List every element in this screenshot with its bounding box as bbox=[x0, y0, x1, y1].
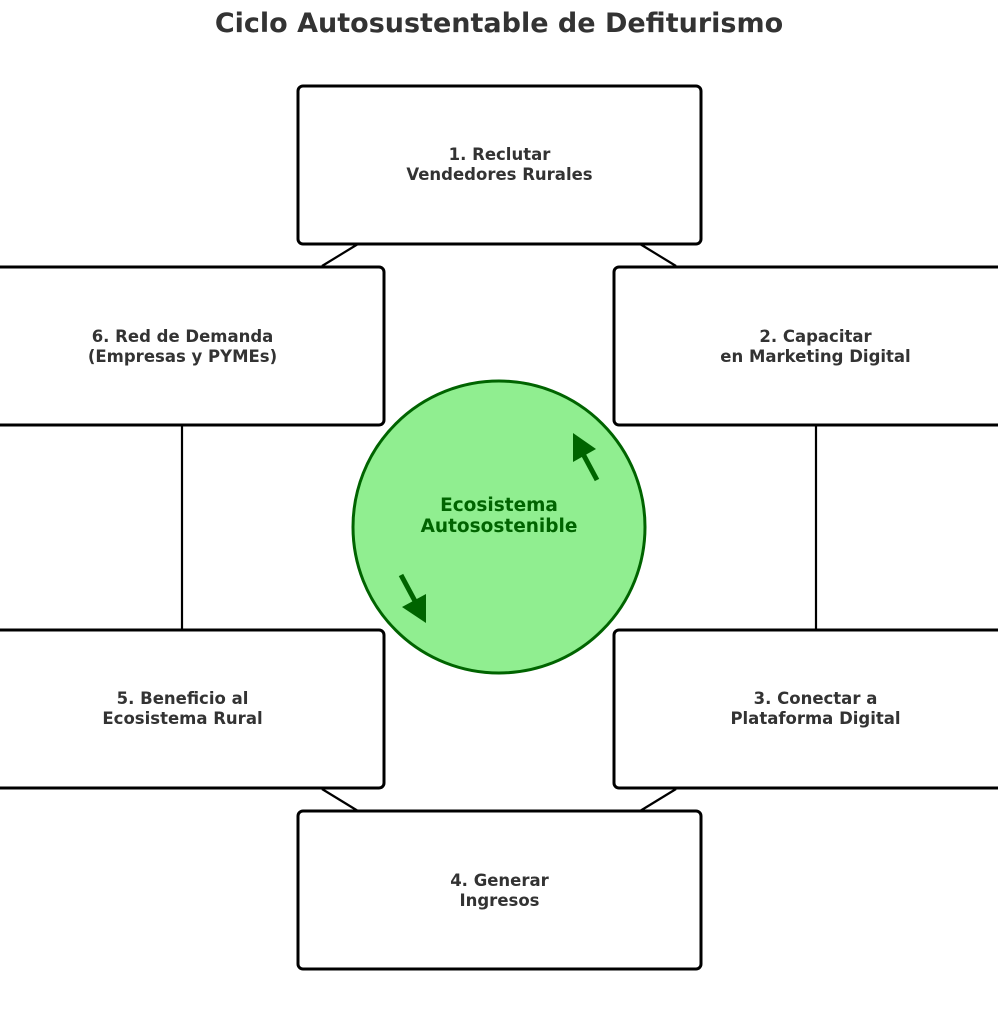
connector-6-1 bbox=[321, 243, 359, 267]
center-hub: Ecosistema Autosostenible bbox=[351, 379, 647, 675]
step-box-3: 3. Conectar a Plataforma Digital bbox=[612, 628, 998, 790]
step-2-line-1: 2. Capacitar bbox=[759, 327, 872, 346]
step-1-line-1: 1. Reclutar bbox=[449, 145, 552, 164]
connector-1-2 bbox=[639, 243, 677, 267]
connector-3-4 bbox=[639, 788, 677, 812]
step-5-line-1: 5. Beneficio al bbox=[117, 689, 249, 708]
step-4-line-1: 4. Generar bbox=[450, 871, 549, 890]
center-line-1: Ecosistema bbox=[440, 495, 558, 516]
step-1-line-2: Vendedores Rurales bbox=[406, 165, 592, 184]
cycle-arrow-icon bbox=[398, 573, 426, 623]
step-6-line-2: (Empresas y PYMEs) bbox=[88, 347, 277, 366]
step-3-line-2: Plataforma Digital bbox=[730, 709, 900, 728]
step-2-line-2: en Marketing Digital bbox=[720, 347, 910, 366]
center-line-2: Autosostenible bbox=[421, 516, 578, 537]
step-6-line-1: 6. Red de Demanda bbox=[92, 327, 274, 346]
step-3-line-1: 3. Conectar a bbox=[754, 689, 878, 708]
step-box-2: 2. Capacitar en Marketing Digital bbox=[612, 265, 998, 427]
step-4-line-2: Ingresos bbox=[459, 891, 539, 910]
cycle-arrow-icon bbox=[573, 433, 600, 482]
step-box-4: 4. Generar Ingresos bbox=[296, 809, 703, 971]
step-box-6: 6. Red de Demanda (Empresas y PYMEs) bbox=[0, 265, 386, 427]
diagram-title: Ciclo Autosustentable de Defiturismo bbox=[214, 8, 784, 39]
step-box-1: 1. Reclutar Vendedores Rurales bbox=[296, 84, 703, 246]
step-5-line-2: Ecosistema Rural bbox=[102, 709, 262, 728]
connectors bbox=[180, 243, 818, 812]
connector-4-5 bbox=[321, 788, 359, 812]
step-box-5: 5. Beneficio al Ecosistema Rural bbox=[0, 628, 386, 790]
